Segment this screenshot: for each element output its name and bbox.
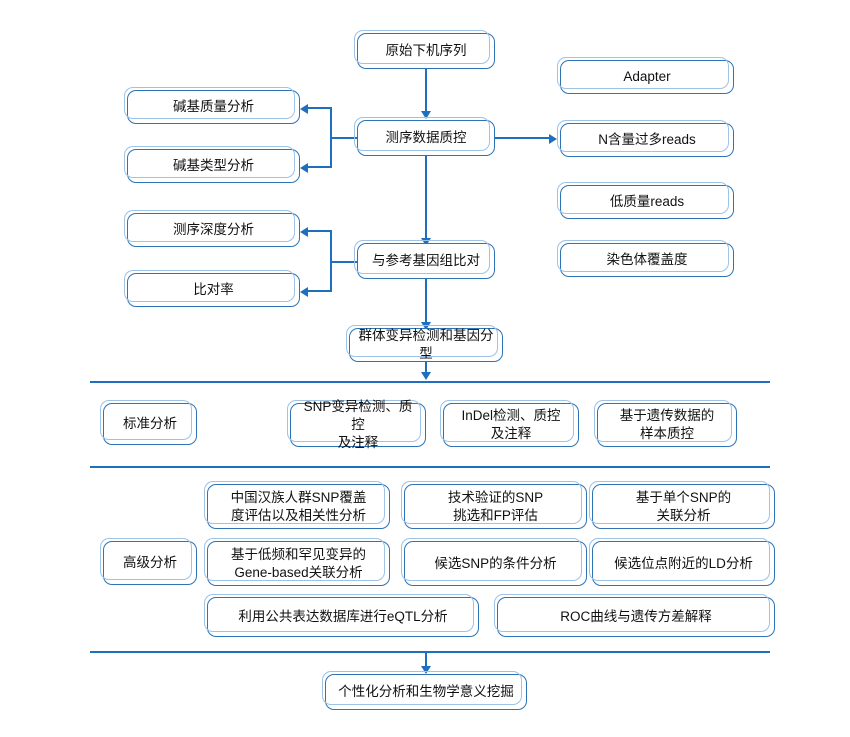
arrowhead-depth [300,226,308,237]
connector-calling-to-standard [425,362,428,376]
arrowhead-raw-to-qc [420,111,431,119]
node-advanced-gene-based[interactable]: 基于低频和罕见变异的 Gene-based关联分析 [204,538,390,586]
node-label: 与参考基因组比对 [372,253,480,269]
node-sequencing-depth-analysis[interactable]: 测序深度分析 [124,210,300,247]
connector-qc-to-n-reads [495,137,550,140]
connector-raw-to-qc [425,69,428,114]
section-label-advanced-analysis[interactable]: 高级分析 [100,538,197,585]
node-n-content-reads[interactable]: N含量过多reads [557,120,734,157]
connector-align-to-depth [307,230,332,233]
node-chromosome-coverage[interactable]: 染色体覆盖度 [557,240,734,277]
section-label-standard-analysis[interactable]: 标准分析 [100,400,197,445]
node-label: N含量过多reads [598,132,696,148]
node-label: 高级分析 [123,555,177,571]
connector-qc-trunk-left [330,108,333,168]
node-low-quality-reads[interactable]: 低质量reads [557,182,734,219]
node-raw-reads[interactable]: 原始下机序列 [354,30,495,69]
node-base-type-analysis[interactable]: 碱基类型分析 [124,146,300,183]
connector-align-to-rate [307,290,332,293]
arrowhead-qc-to-alignment [420,238,431,246]
arrowhead-base-type [300,162,308,173]
divider-standard-bottom [90,466,770,468]
node-label: 中国汉族人群SNP覆盖 度评估以及相关性分析 [230,489,367,523]
node-label: ROC曲线与遗传方差解释 [560,609,712,625]
node-label: 基于低频和罕见变异的 Gene-based关联分析 [231,546,366,580]
node-label: 候选位点附近的LD分析 [614,555,753,571]
node-label: 测序数据质控 [385,130,467,146]
node-label: 标准分析 [123,416,177,432]
arrowhead-n-reads [549,133,557,144]
arrowhead-rate [300,286,308,297]
node-label: 碱基类型分析 [173,158,254,174]
node-standard-snp[interactable]: SNP变异检测、质控 及注释 [287,399,426,450]
connector-align-to-calling [425,279,428,328]
arrowhead-base-quality [300,103,308,114]
node-label: 测序深度分析 [173,222,254,238]
node-label: SNP变异检测、质控 及注释 [303,399,413,450]
node-label: 比对率 [193,282,234,298]
connector-qc-to-base-quality [307,107,332,110]
node-advanced-eqtl[interactable]: 利用公共表达数据库进行eQTL分析 [204,594,479,637]
node-label: 染色体覆盖度 [606,252,688,268]
node-label: 原始下机序列 [385,43,467,59]
connector-qc-to-base-type [307,166,332,169]
node-advanced-conditional-snp[interactable]: 候选SNP的条件分析 [401,538,587,586]
divider-standard-top [90,381,770,383]
node-label: 候选SNP的条件分析 [434,555,557,571]
node-base-quality-analysis[interactable]: 碱基质量分析 [124,87,300,124]
connector-align-trunk-left [330,231,333,292]
connector-qc-stub-left [330,137,359,140]
node-label: 基于单个SNP的 关联分析 [635,489,732,523]
connector-qc-to-alignment [425,156,428,243]
node-label: 个性化分析和生物学意义挖掘 [338,684,514,700]
connector-align-stub-left [330,261,359,264]
node-advanced-han-snp-coverage[interactable]: 中国汉族人群SNP覆盖 度评估以及相关性分析 [204,481,390,529]
node-label: InDel检测、质控 及注释 [461,408,561,441]
node-advanced-ld-analysis[interactable]: 候选位点附近的LD分析 [589,538,775,586]
arrowhead-calling-to-standard [420,372,431,380]
node-adapter[interactable]: Adapter [557,57,734,94]
node-label: 技术验证的SNP 挑选和FP评估 [447,489,544,523]
node-advanced-single-snp-association[interactable]: 基于单个SNP的 关联分析 [589,481,775,529]
node-variant-calling-genotyping[interactable]: 群体变异检测和基因分型 [346,325,503,362]
node-standard-indel[interactable]: InDel检测、质控 及注释 [440,400,579,447]
arrowhead-align-to-calling [420,322,431,330]
connector-advanced-to-final [425,651,428,671]
node-label: 利用公共表达数据库进行eQTL分析 [238,609,448,625]
node-label: 低质量reads [609,194,685,210]
node-label: 基于遗传数据的 样本质控 [619,408,715,441]
node-advanced-snp-validation[interactable]: 技术验证的SNP 挑选和FP评估 [401,481,587,529]
arrowhead-advanced-to-final [420,666,431,674]
node-advanced-roc[interactable]: ROC曲线与遗传方差解释 [494,594,775,637]
node-personalized-analysis[interactable]: 个性化分析和生物学意义挖掘 [322,671,527,710]
node-label: 碱基质量分析 [173,99,254,115]
node-reference-alignment[interactable]: 与参考基因组比对 [354,240,495,279]
node-standard-sample-qc[interactable]: 基于遗传数据的 样本质控 [594,400,737,447]
divider-advanced-bottom [90,651,770,653]
node-sequencing-qc[interactable]: 测序数据质控 [354,117,495,156]
node-label: Adapter [623,69,671,85]
node-label: 群体变异检测和基因分型 [358,328,494,361]
node-alignment-rate[interactable]: 比对率 [124,270,300,307]
